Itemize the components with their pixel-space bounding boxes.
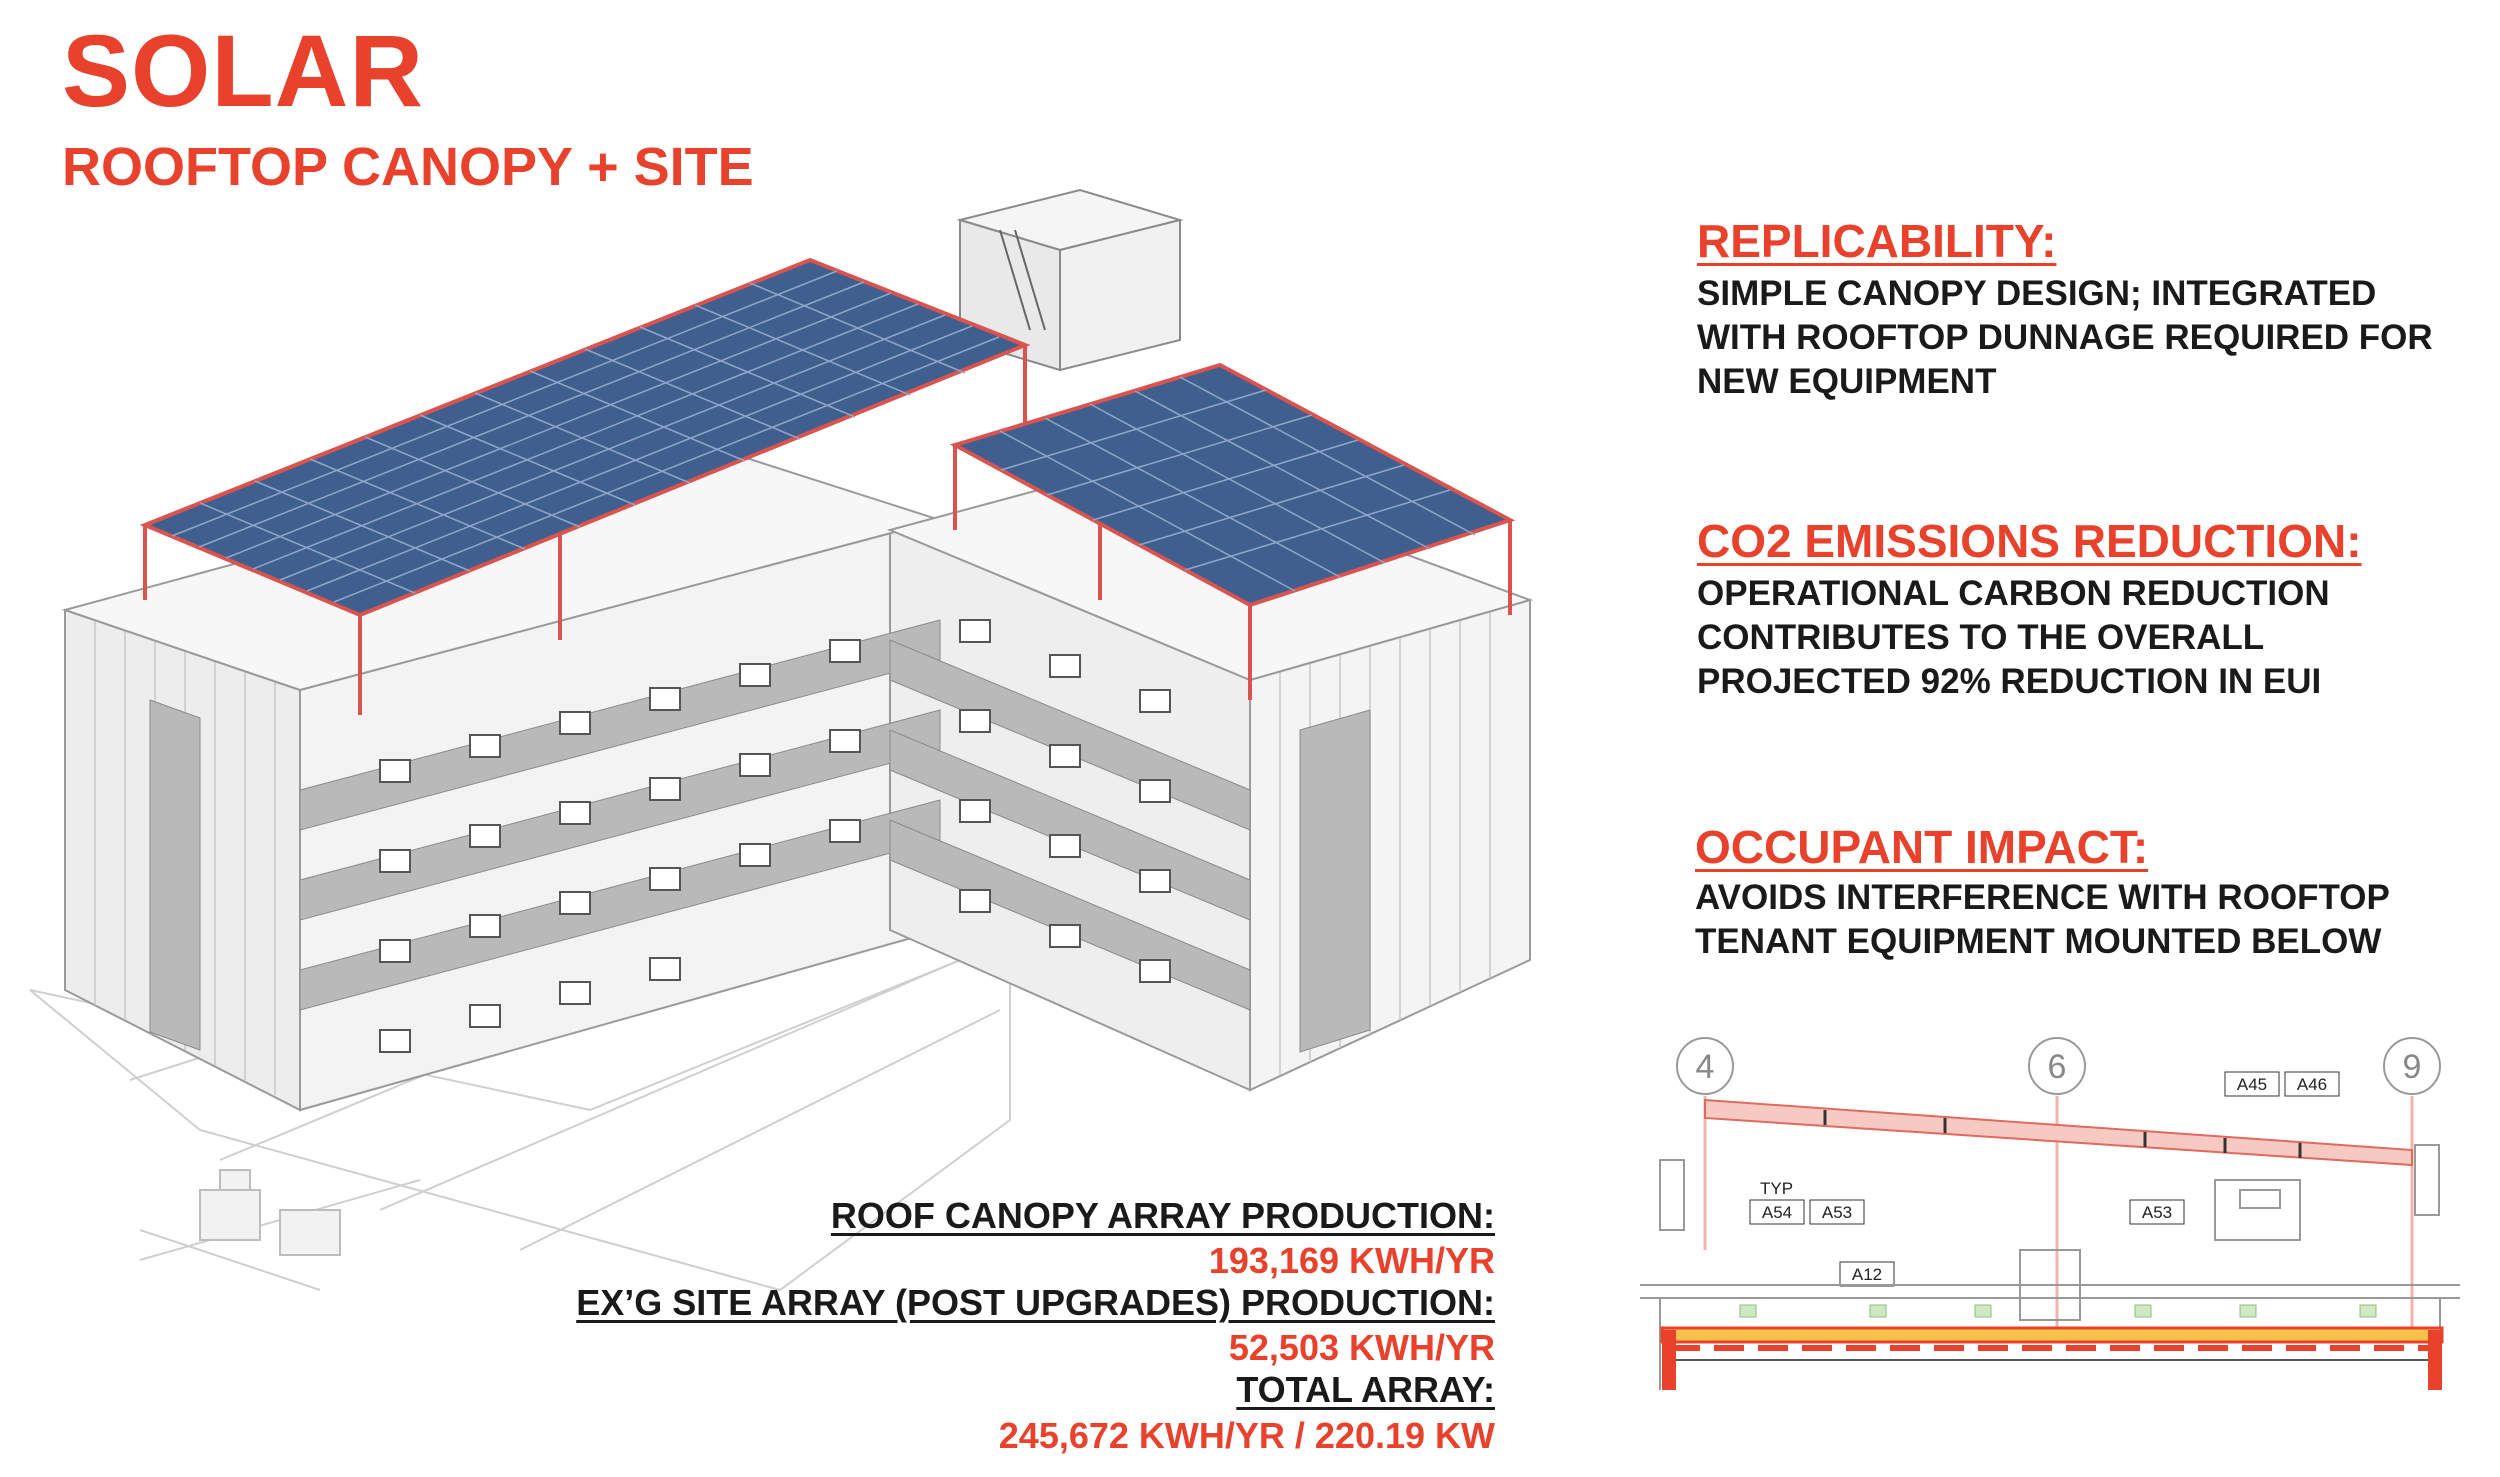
svg-text:A45: A45 xyxy=(2237,1075,2267,1094)
building-isometric-illustration xyxy=(29,188,1534,1292)
svg-text:A46: A46 xyxy=(2297,1075,2327,1094)
site-array-production-value: 52,503 KWH/YR xyxy=(1228,1327,1495,1368)
facade-bands xyxy=(149,619,1371,1053)
occupant-impact-body: AVOIDS INTERFERENCE WITH ROOFTOP TENANT … xyxy=(1695,876,2495,964)
left-solar-canopy xyxy=(139,257,1031,715)
canopy-beam xyxy=(1704,1098,2413,1167)
occupant-impact-line: TENANT EQUIPMENT MOUNTED BELOW xyxy=(1695,922,2382,961)
replicability-line: WITH ROOFTOP DUNNAGE REQUIRED FOR xyxy=(1697,318,2433,357)
occupant-impact-line: AVOIDS INTERFERENCE WITH ROOFTOP xyxy=(1695,878,2390,917)
occupant-impact-heading: OCCUPANT IMPACT: xyxy=(1695,821,2149,873)
total-array-value: 245,672 KWH/YR / 220.19 KW xyxy=(998,1415,1495,1456)
svg-text:9: 9 xyxy=(2403,1048,2422,1086)
svg-text:A12: A12 xyxy=(1852,1265,1882,1284)
svg-text:4: 4 xyxy=(1696,1048,1715,1086)
co2-reduction-line: PROJECTED 92% REDUCTION IN EUI xyxy=(1697,662,2322,701)
site-equipment xyxy=(199,1169,341,1256)
right-wing-end-wall xyxy=(1249,598,1531,1092)
right-solar-canopy xyxy=(949,362,1516,700)
total-array-label: TOTAL ARRAY: xyxy=(1236,1369,1495,1410)
grid-bubble: 4 xyxy=(1676,1037,1734,1095)
svg-text:TYP: TYP xyxy=(1760,1179,1793,1198)
replicability-body: SIMPLE CANOPY DESIGN; INTEGRATED WITH RO… xyxy=(1697,272,2497,404)
roof-canopy-production-label: ROOF CANOPY ARRAY PRODUCTION: xyxy=(830,1195,1495,1236)
svg-text:A53: A53 xyxy=(2142,1203,2172,1222)
replicability-heading: REPLICABILITY: xyxy=(1697,215,2057,267)
svg-text:6: 6 xyxy=(2048,1048,2067,1086)
svg-text:A54: A54 xyxy=(1762,1203,1792,1222)
page-title: SOLAR xyxy=(62,14,424,128)
site-array-production-label: EX’G SITE ARRAY (POST UPGRADES) PRODUCTI… xyxy=(576,1282,1495,1323)
co2-reduction-body: OPERATIONAL CARBON REDUCTION CONTRIBUTES… xyxy=(1697,572,2497,704)
replicability-line: SIMPLE CANOPY DESIGN; INTEGRATED xyxy=(1697,274,2377,313)
co2-reduction-line: OPERATIONAL CARBON REDUCTION xyxy=(1697,574,2330,613)
canopy-section-drawing: 4 6 9 A45 A46 TYP A54 A53 A53 A12 xyxy=(1640,1037,2460,1390)
page-subtitle: ROOFTOP CANOPY + SITE xyxy=(62,137,754,197)
replicability-line: NEW EQUIPMENT xyxy=(1697,362,1997,401)
grid-bubble: 9 xyxy=(2383,1037,2441,1095)
windows xyxy=(379,619,1171,1053)
roof-canopy-production-value: 193,169 KWH/YR xyxy=(1208,1240,1495,1281)
co2-reduction-line: CONTRIBUTES TO THE OVERALL xyxy=(1697,618,2265,657)
co2-reduction-heading: CO2 EMISSIONS REDUCTION: xyxy=(1697,515,2362,567)
svg-text:A53: A53 xyxy=(1822,1203,1852,1222)
grid-bubble: 6 xyxy=(2028,1037,2086,1095)
